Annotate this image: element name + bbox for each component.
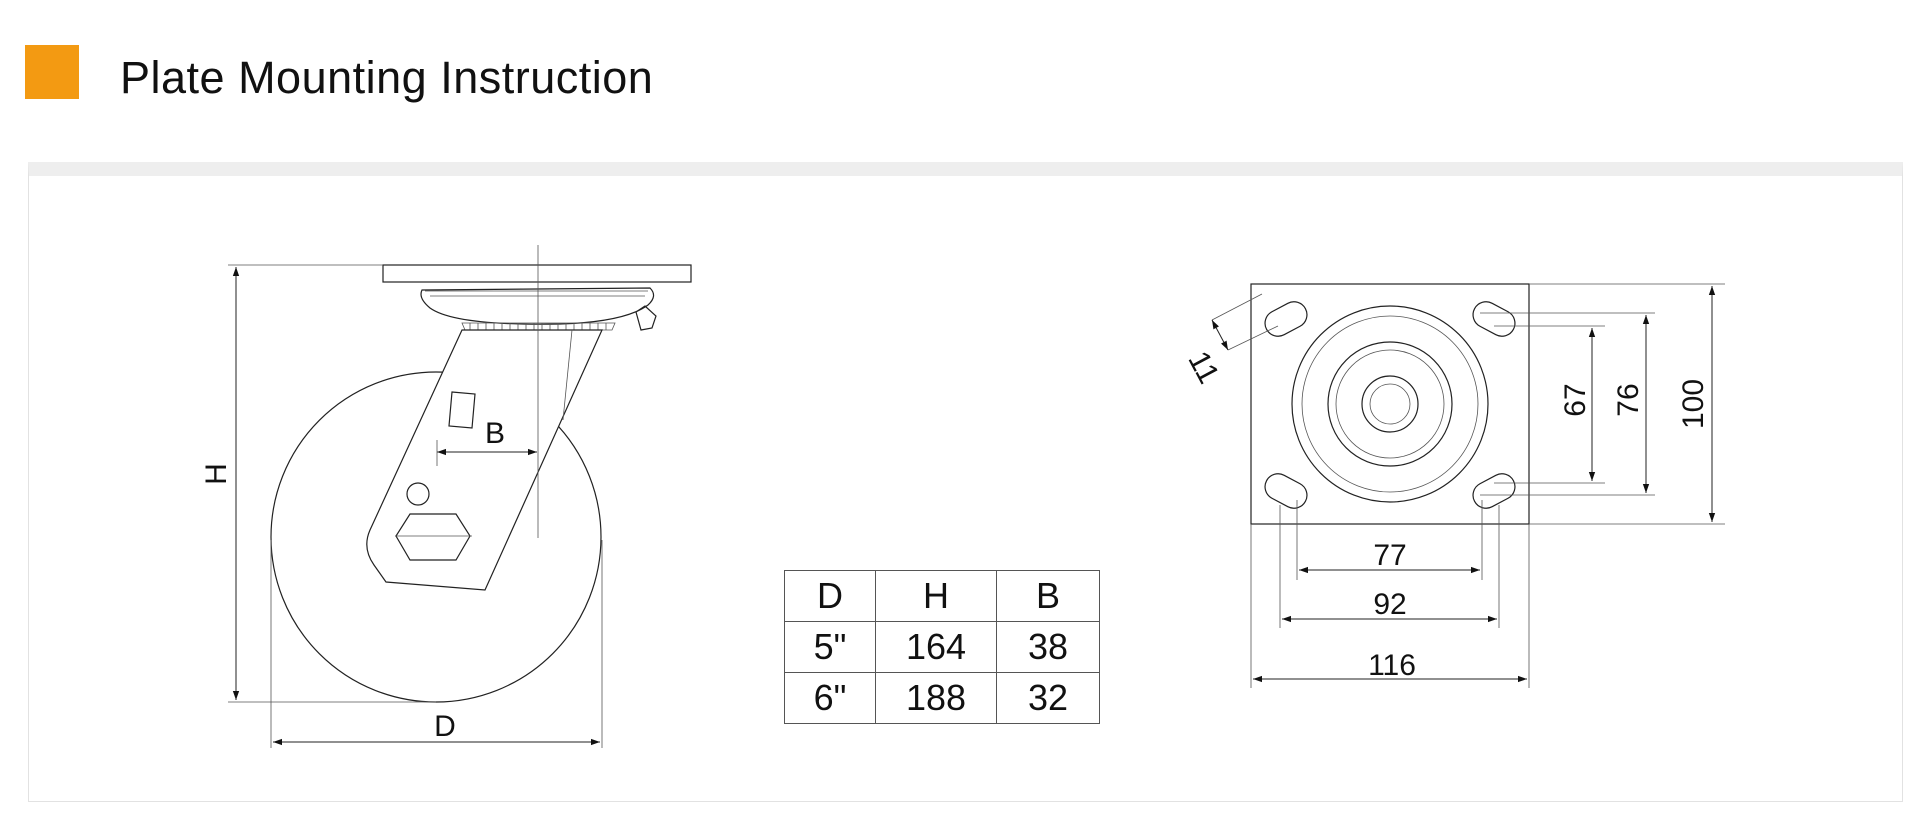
fork-slot bbox=[448, 391, 476, 429]
table-cell: 6" bbox=[784, 672, 876, 724]
table-row: 6" 188 32 bbox=[784, 672, 1100, 724]
brake-knob bbox=[635, 305, 657, 331]
mounting-slot bbox=[1472, 473, 1516, 509]
outer-race bbox=[1291, 305, 1489, 503]
page-title: Plate Mounting Instruction bbox=[120, 52, 654, 103]
caster-side-view: B H D bbox=[200, 245, 692, 748]
table-cell: 38 bbox=[996, 621, 1100, 673]
top-plate bbox=[382, 264, 692, 283]
label-h: H bbox=[200, 463, 233, 485]
mounting-slot bbox=[1264, 301, 1308, 337]
fork-leg bbox=[366, 329, 603, 591]
column-header: B bbox=[996, 570, 1100, 622]
label-92: 92 bbox=[1373, 588, 1406, 621]
mounting-plate bbox=[1250, 283, 1530, 525]
size-spec-table: D H B 5" 164 38 6" 188 32 bbox=[784, 570, 1100, 724]
label-100: 100 bbox=[1677, 379, 1710, 429]
table-cell: 5" bbox=[784, 621, 876, 673]
page-header: Plate Mounting Instruction bbox=[0, 0, 1920, 160]
mounting-slot bbox=[1472, 301, 1516, 337]
label-67: 67 bbox=[1559, 383, 1592, 416]
column-header: H bbox=[875, 570, 997, 622]
label-slot-width: 11 bbox=[1182, 346, 1226, 389]
table-cell: 32 bbox=[996, 672, 1100, 724]
fork-hole bbox=[406, 482, 430, 506]
label-b: B bbox=[485, 417, 505, 450]
label-116: 116 bbox=[1368, 649, 1416, 682]
plate-top-view: 11 67 76 100 77 92 116 bbox=[1182, 283, 1725, 688]
table-cell: 164 bbox=[875, 621, 997, 673]
label-d: D bbox=[434, 710, 456, 743]
mounting-slot bbox=[1264, 473, 1308, 509]
bearing-ring bbox=[461, 322, 616, 331]
table-row: 5" 164 38 bbox=[784, 621, 1100, 673]
label-77: 77 bbox=[1373, 539, 1406, 572]
table-header-row: D H B bbox=[784, 570, 1100, 622]
swivel-head bbox=[420, 287, 655, 325]
kingpin-hole bbox=[1361, 375, 1419, 433]
column-header: D bbox=[784, 570, 876, 622]
label-76: 76 bbox=[1612, 383, 1645, 416]
table-cell: 188 bbox=[875, 672, 997, 724]
orange-square-icon bbox=[25, 45, 79, 99]
